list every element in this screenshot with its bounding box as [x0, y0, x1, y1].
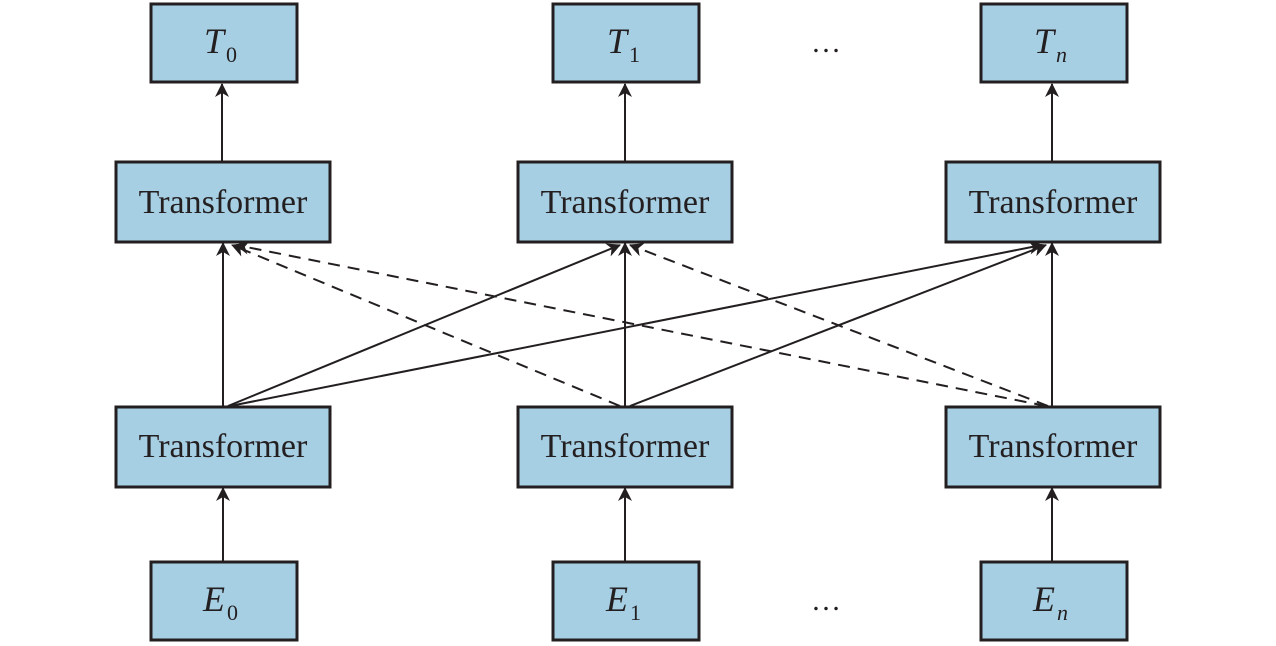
- output-subscript: 0: [226, 42, 237, 67]
- input-symbol: E: [1032, 579, 1055, 619]
- output-symbol: T: [1034, 21, 1057, 61]
- output-subscript: n: [1056, 42, 1067, 67]
- edge-layer1-0-to-layer2-n: [229, 240, 1043, 407]
- output-box-n: Tn: [979, 2, 1129, 84]
- output-symbol: T: [204, 21, 227, 61]
- transformer-layer2-n: Transformer: [944, 160, 1162, 244]
- transformer-label: Transformer: [969, 428, 1138, 465]
- input-box-1: E1: [551, 560, 701, 642]
- svg-text:En: En: [1032, 579, 1068, 625]
- input-subscript: 0: [227, 600, 238, 625]
- output-box-1: T1: [551, 2, 701, 84]
- input-subscript: 1: [630, 600, 641, 625]
- ellipsis-bottom: …: [811, 584, 841, 617]
- svg-text:Tn: Tn: [1034, 21, 1067, 67]
- output-box-0: T0: [149, 2, 299, 84]
- transformer-layer1-0: Transformer: [114, 405, 332, 489]
- svg-text:E0: E0: [202, 579, 238, 625]
- edge-layer1-n-to-layer2-0: [235, 240, 1047, 407]
- input-box-0: E0: [149, 560, 299, 642]
- output-symbol: T: [607, 21, 630, 61]
- input-symbol: E: [605, 579, 628, 619]
- transformer-layer1-1: Transformer: [516, 405, 734, 489]
- ellipsis-top: …: [811, 26, 841, 59]
- transformer-layer2-1: Transformer: [516, 160, 734, 244]
- transformer-label: Transformer: [969, 184, 1138, 221]
- svg-text:E1: E1: [605, 579, 641, 625]
- output-subscript: 1: [629, 42, 640, 67]
- transformer-label: Transformer: [541, 428, 710, 465]
- transformer-label: Transformer: [139, 428, 308, 465]
- transformer-layer2-0: Transformer: [114, 160, 332, 244]
- edge-layer1-1-to-layer2-0: [231, 243, 621, 407]
- edges: [215, 83, 1059, 561]
- transformer-layer1-n: Transformer: [944, 405, 1162, 489]
- input-subscript: n: [1057, 600, 1068, 625]
- transformer-label: Transformer: [541, 184, 710, 221]
- input-symbol: E: [202, 579, 225, 619]
- transformer-label: Transformer: [139, 184, 308, 221]
- svg-text:T1: T1: [607, 21, 640, 67]
- svg-text:T0: T0: [204, 21, 237, 67]
- input-box-n: En: [979, 560, 1129, 642]
- edge-layer1-n-to-layer2-1: [629, 243, 1049, 407]
